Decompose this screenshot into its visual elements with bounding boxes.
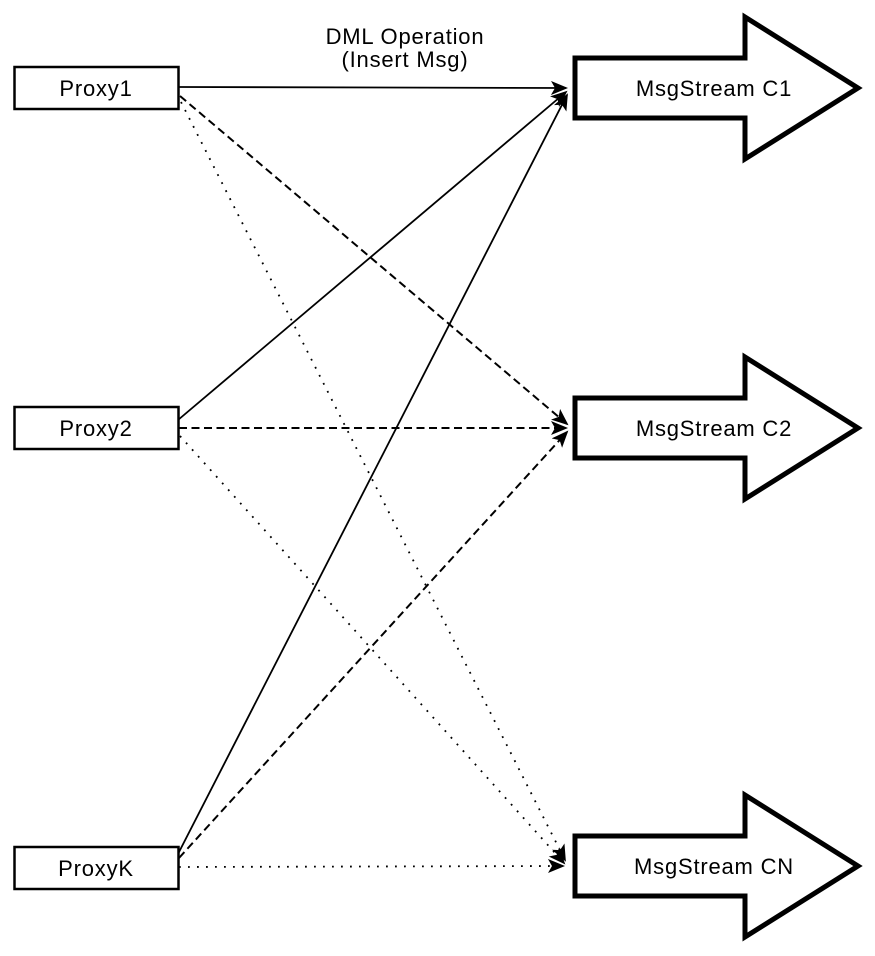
edge-proxy2-c1 (177, 90, 568, 421)
proxy1-node: Proxy1 (13, 65, 180, 111)
proxy2-box (13, 405, 180, 451)
proxy1-label: Proxy1 (59, 76, 132, 101)
msgstream-cn-node: MsgStream CN (572, 790, 863, 942)
title-line-2: (Insert Msg) (342, 47, 469, 72)
proxy2-node: Proxy2 (13, 405, 180, 451)
msgstream-c2-arrow (572, 352, 863, 504)
msgstream-c1-arrow (572, 12, 863, 164)
msgstream-cn-arrow (572, 790, 863, 942)
diagram-title: DML Operation (Insert Msg) (326, 24, 485, 72)
proxy1-box (13, 65, 180, 111)
edge-proxy1-c2 (179, 95, 569, 426)
edge-proxy1-cn (180, 101, 566, 862)
proxyk-box (13, 845, 180, 891)
msgstream-c2-label: MsgStream C2 (636, 416, 792, 441)
msgstream-c1-node: MsgStream C1 (572, 12, 863, 164)
edge-proxy2-cn (179, 435, 566, 865)
proxyk-label: ProxyK (58, 856, 134, 881)
msgstream-cn-label: MsgStream CN (634, 854, 794, 879)
edge-proxyk-c1 (177, 93, 568, 855)
msgstream-c2-node: MsgStream C2 (572, 352, 863, 504)
msgstream-c1-label: MsgStream C1 (636, 76, 792, 101)
edge-proxyk-cn (178, 859, 565, 874)
proxy2-label: Proxy2 (59, 416, 132, 441)
title-line-1: DML Operation (326, 24, 485, 49)
edge-proxyk-c2 (178, 430, 569, 859)
edge-proxy1-c1 (178, 80, 568, 95)
proxyk-node: ProxyK (13, 845, 180, 891)
